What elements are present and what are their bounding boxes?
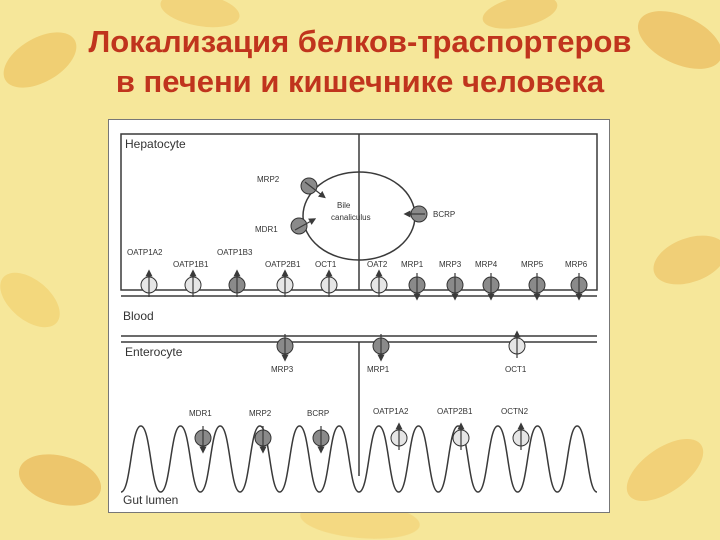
gut-lumen-label: Gut lumen [123, 493, 178, 507]
bile-label: Bile [337, 201, 351, 210]
ent-apical-label-3: OATP1A2 [373, 407, 409, 416]
mrp2-canalicular-transporter [300, 177, 318, 195]
hep-label-10: MRP6 [565, 260, 588, 269]
hep-label-7: MRP3 [439, 260, 462, 269]
ent-baso-label-2: OCT1 [505, 365, 527, 374]
transporter-diagram: Hepatocyte Bile canaliculus MRP2 MDR1 BC… [108, 119, 610, 513]
title-line-2: в печени и кишечнике человека [115, 64, 605, 99]
mdr1-canalicular-label: MDR1 [255, 225, 278, 234]
microvilli-membrane [120, 425, 598, 493]
ent-apical-label-5: OCTN2 [501, 407, 529, 416]
ent-baso-label-1: MRP1 [367, 365, 390, 374]
blood-label: Blood [123, 309, 154, 323]
hep-label-8: MRP4 [475, 260, 498, 269]
hep-label-5: OAT2 [367, 260, 388, 269]
ent-apical-label-1: MRP2 [249, 409, 272, 418]
ent-baso-label-0: MRP3 [271, 365, 294, 374]
mdr1-canalicular-transporter [290, 217, 308, 235]
diagram-canvas: Hepatocyte Bile canaliculus MRP2 MDR1 BC… [120, 133, 598, 507]
hep-label-6: MRP1 [401, 260, 424, 269]
enterocyte-label: Enterocyte [125, 345, 183, 359]
bcrp-canalicular-label: BCRP [433, 210, 455, 219]
hep-label-9: MRP5 [521, 260, 544, 269]
hep-label-4: OCT1 [315, 260, 337, 269]
slide-title: Локализация белков-траспортеров в печени… [0, 22, 720, 102]
transporter-symbols [140, 269, 588, 454]
ent-apical-label-2: BCRP [307, 409, 329, 418]
ent-apical-label-0: MDR1 [189, 409, 212, 418]
hep-label-0: OATP1A2 [127, 248, 163, 257]
hepatocyte-label: Hepatocyte [125, 137, 186, 151]
hep-label-3: OATP2B1 [265, 260, 301, 269]
canaliculus-label: canaliculus [331, 213, 371, 222]
mdr1-canalicular-arrow [294, 218, 317, 231]
ent-apical-label-4: OATP2B1 [437, 407, 473, 416]
hep-label-2: OATP1B3 [217, 248, 253, 257]
hep-label-1: OATP1B1 [173, 260, 209, 269]
mrp2-canalicular-label: MRP2 [257, 175, 280, 184]
title-line-1: Локализация белков-траспортеров [88, 24, 632, 59]
mrp2-canalicular-arrow [304, 181, 326, 199]
